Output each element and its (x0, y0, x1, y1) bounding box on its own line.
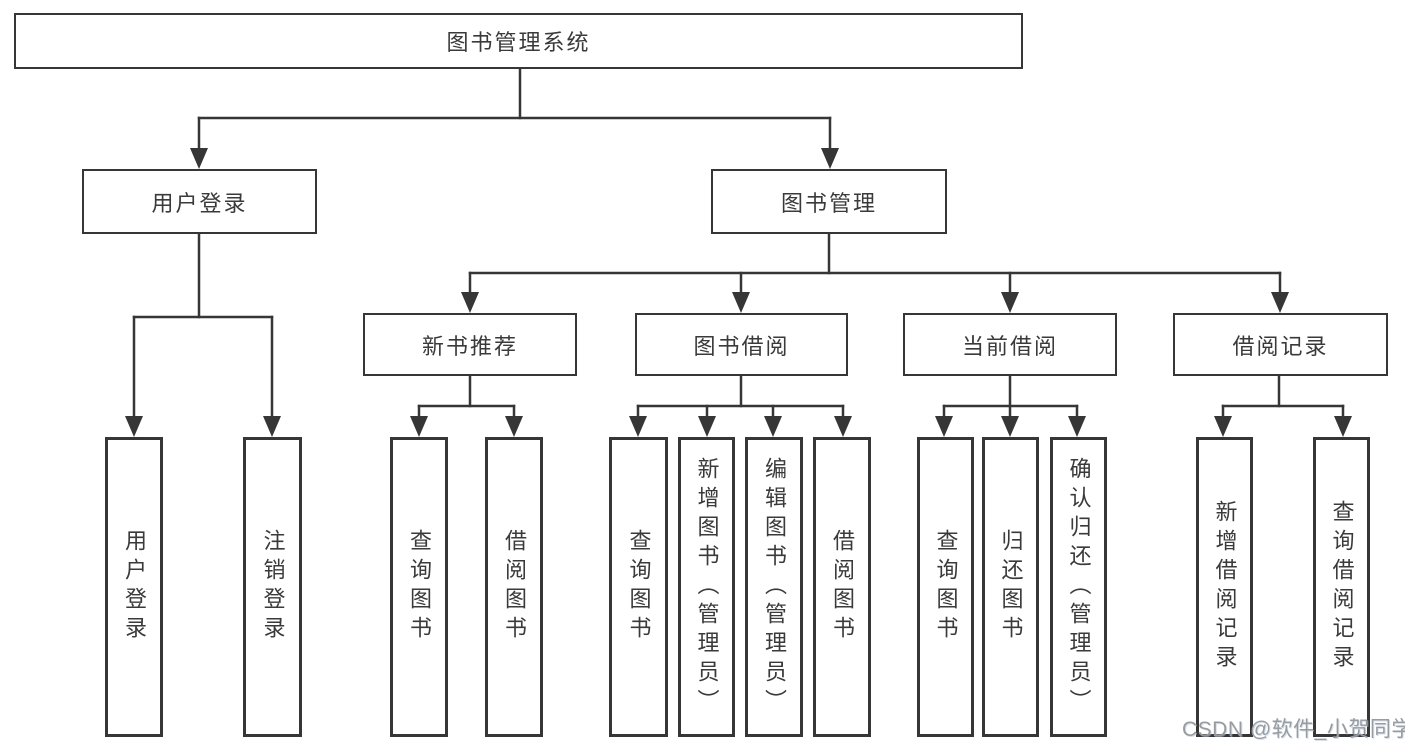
leaf-borrow-books-1: 借阅图书 (485, 437, 543, 737)
leaf-query-books-2: 查询图书 (609, 437, 668, 737)
node-current-borrowing: 当前借阅 (903, 313, 1117, 376)
node-book-management: 图书管理 (711, 169, 947, 234)
node-library-system: 图书管理系统 (14, 13, 1023, 69)
leaf-user-login: 用户登录 (105, 437, 163, 737)
leaf-return-books: 归还图书 (982, 437, 1039, 737)
leaf-confirm-return-admin: 确认归还（管理员） (1050, 437, 1107, 737)
leaf-borrow-books-2: 借阅图书 (813, 437, 871, 737)
leaf-query-borrow-record: 查询借阅记录 (1313, 437, 1370, 737)
node-new-book-recommend: 新书推荐 (363, 313, 577, 376)
node-borrowing-records: 借阅记录 (1173, 313, 1388, 376)
leaf-query-books-1: 查询图书 (390, 437, 448, 737)
leaf-edit-books-admin: 编辑图书（管理员） (745, 437, 803, 737)
node-book-borrowing: 图书借阅 (635, 313, 848, 376)
leaf-add-books-admin: 新增图书（管理员） (678, 437, 735, 737)
node-user-login: 用户登录 (82, 169, 317, 234)
leaf-query-books-3: 查询图书 (917, 437, 974, 737)
leaf-add-borrow-record: 新增借阅记录 (1196, 437, 1253, 737)
csdn-watermark: CSDN @软件_小贺同学 (1182, 718, 1405, 741)
leaf-logout: 注销登录 (243, 437, 302, 737)
arrowheads (125, 148, 1352, 437)
